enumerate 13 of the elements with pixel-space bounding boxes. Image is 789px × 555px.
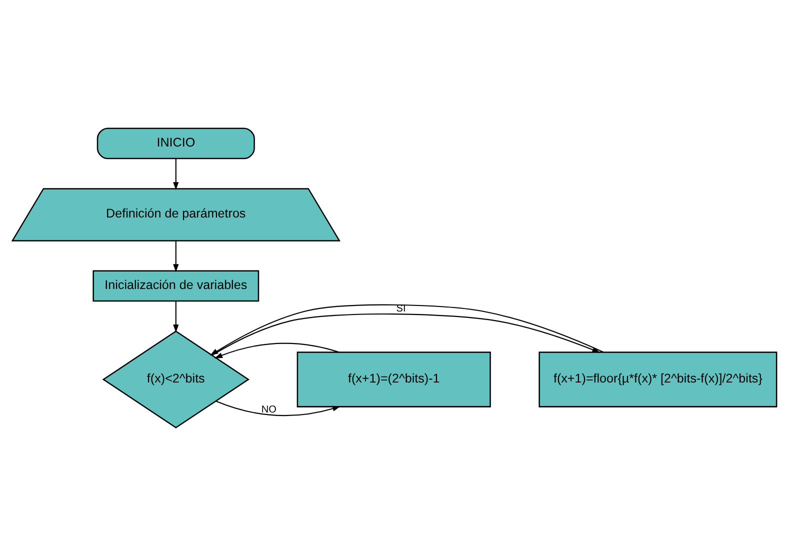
node-box: Inicialización de variables <box>92 270 260 302</box>
arrow <box>173 300 179 332</box>
node-box: f(x+1)=floor{µ*f(x)* [2^bits-f(x)]/2^bits} <box>538 351 778 407</box>
edge-label: NO <box>261 404 276 416</box>
arrow <box>173 158 179 190</box>
arrow <box>212 313 600 356</box>
arrow <box>216 400 341 416</box>
node-box: f(x+1)=(2^bits)-1 <box>296 351 491 407</box>
arrow <box>173 240 179 272</box>
arrow <box>214 342 340 358</box>
node-box: INICIO <box>96 127 255 159</box>
node-diamond: f(x)<2^bits <box>102 330 250 428</box>
arrow <box>210 304 604 356</box>
